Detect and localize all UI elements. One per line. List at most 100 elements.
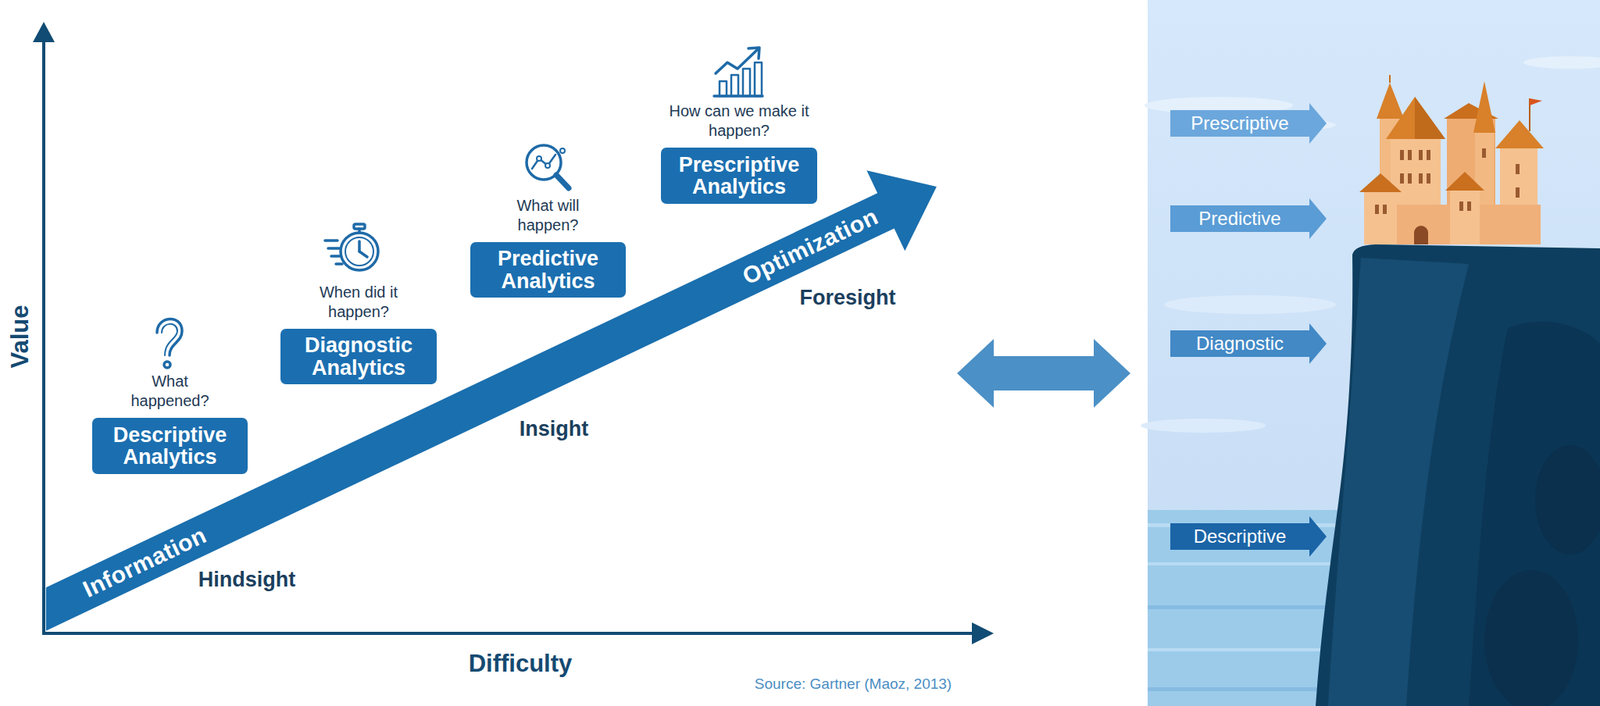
magnifier-trend [532, 154, 556, 169]
speed-line [331, 254, 340, 258]
question-dot [164, 361, 171, 368]
trend-point [560, 148, 565, 154]
flag [1529, 98, 1543, 106]
magnifier-icon [526, 145, 569, 189]
window [1426, 150, 1431, 161]
castle-roof [1359, 173, 1402, 193]
castle-front-tower [1364, 190, 1397, 245]
castle-windows [1375, 148, 1520, 215]
arrow-body [1170, 198, 1327, 240]
window [1515, 164, 1520, 175]
cloud [1523, 56, 1600, 69]
x-axis [42, 632, 975, 636]
wave [1147, 687, 1320, 692]
window [1418, 150, 1423, 161]
window [1400, 173, 1404, 184]
chart-trend-head [748, 47, 760, 59]
cloud [1140, 418, 1266, 433]
stopwatch-inner [345, 237, 374, 266]
window [1418, 173, 1423, 184]
stage-label: Insight [519, 417, 590, 442]
castle-door [1414, 225, 1429, 245]
level-label: Predictive [1170, 198, 1310, 240]
window [1375, 204, 1379, 215]
castle-spire [1376, 82, 1404, 119]
source-caption: Source: Gartner (Maoz, 2013) [754, 675, 952, 693]
speed-line [335, 262, 343, 266]
level-label: Diagnostic [1170, 323, 1310, 365]
window [1426, 173, 1431, 184]
window [1482, 148, 1486, 158]
arrow-body [1170, 103, 1327, 144]
stage-label: Hindsight [198, 567, 296, 593]
window [1407, 150, 1412, 161]
analytics-box: What will happen?Predictive Analytics [470, 242, 626, 298]
window [1400, 150, 1404, 161]
castle-spire [1473, 81, 1496, 133]
castle-roof [1495, 120, 1544, 149]
cloud [1164, 295, 1336, 315]
cliff-rock [1484, 570, 1579, 706]
axis-title: Difficulty [468, 650, 573, 679]
axes [32, 21, 994, 645]
analytics-box: When did it happen?Diagnostic Analytics [280, 328, 437, 385]
stage-label: Foresight [799, 285, 896, 311]
chart-bar [731, 75, 739, 97]
stopwatch-face [340, 232, 379, 271]
arrow-label: Optimization [738, 203, 883, 290]
spire-tip [1389, 75, 1391, 83]
arrow-body [1170, 323, 1327, 365]
castle [1359, 75, 1544, 245]
axis-title: Value [6, 305, 35, 369]
stopwatch-stem [357, 228, 361, 233]
box-label: Descriptive Analytics [92, 424, 248, 469]
stopwatch-hand [359, 251, 368, 258]
castle-roof [1445, 171, 1485, 191]
level-arrow: Prescriptive [1170, 103, 1327, 144]
window [1459, 201, 1464, 211]
chart-bar [754, 62, 762, 97]
window [1467, 201, 1472, 211]
double-arrow [957, 339, 1131, 408]
wave [1147, 562, 1351, 566]
question-curve-inner [161, 324, 178, 356]
level-arrow: Descriptive [1170, 516, 1327, 558]
trend-point [536, 156, 542, 161]
question-text: When did it happen? [303, 282, 414, 322]
analytics-box: How can we make it happen?Prescriptive A… [660, 147, 818, 204]
trend-point [545, 163, 550, 168]
question-curve [157, 318, 183, 356]
magnifier-handle [556, 175, 569, 189]
level-label: Prescriptive [1170, 103, 1310, 144]
arrow-body [18, 146, 957, 654]
box-label: Predictive Analytics [470, 247, 626, 293]
question-text: What happened? [115, 371, 225, 411]
window [1515, 187, 1520, 198]
cliff-rock [1535, 445, 1600, 555]
level-label: Descriptive [1170, 516, 1310, 558]
stopwatch-icon [325, 224, 379, 271]
question-text: What will happen? [493, 196, 604, 236]
window [1382, 204, 1387, 215]
level-arrow: Predictive [1170, 198, 1327, 240]
growth-chart-icon [714, 47, 763, 97]
box-label: Prescriptive Analytics [660, 153, 818, 199]
arrow-body [1170, 516, 1327, 558]
window [1407, 173, 1412, 184]
x-axis-head [971, 622, 994, 645]
analytics-box: What happened?Descriptive Analytics [92, 417, 248, 475]
chart-bar [742, 68, 750, 97]
castle-roof [1385, 96, 1446, 140]
cliff-illustration [1140, 0, 1600, 706]
speed-line [325, 239, 338, 243]
box-label: Diagnostic Analytics [280, 334, 437, 379]
y-axis [42, 37, 46, 634]
arrow-label: Information [78, 521, 211, 604]
speed-line [328, 246, 340, 250]
question-text: How can we make it happen? [660, 101, 818, 141]
wave [1147, 648, 1336, 652]
chart-bar [719, 81, 727, 97]
